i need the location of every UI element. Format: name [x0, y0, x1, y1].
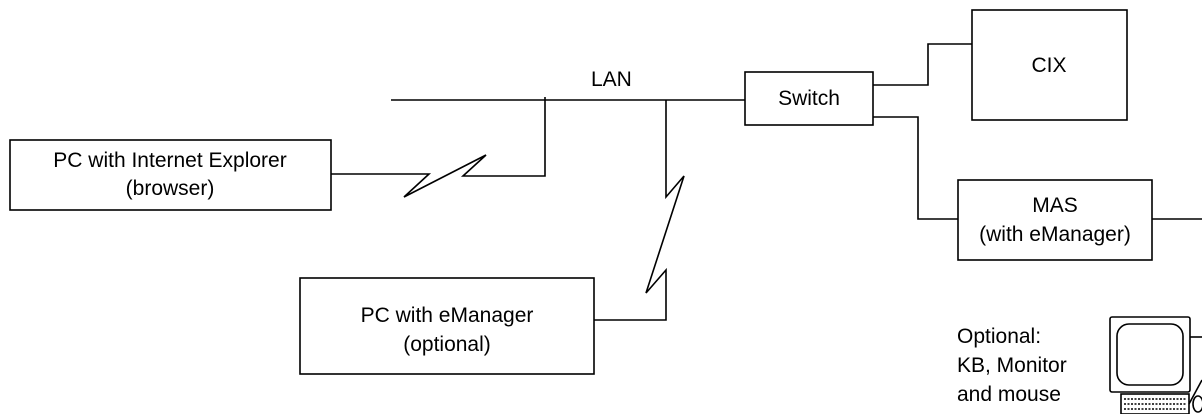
mas-box [957, 179, 1153, 261]
mouse-icon [1192, 395, 1202, 413]
switch-cix-link [873, 43, 972, 86]
switch-box [744, 71, 874, 126]
cix-box [971, 9, 1128, 121]
monitor-icon [1109, 316, 1191, 393]
switch-mas-link [873, 116, 958, 220]
lan-label: LAN [591, 68, 632, 91]
pc-browser-wireless-link [331, 97, 546, 198]
cix-label: CIX [1031, 54, 1066, 77]
pc-emanager-box [299, 277, 595, 375]
optional-line1: Optional: [957, 325, 1041, 348]
switch-label: Switch [778, 87, 840, 110]
pc-emanager-line2: (optional) [403, 333, 491, 356]
optional-line2: KB, Monitor [957, 354, 1067, 377]
pc-browser-line1: PC with Internet Explorer [53, 149, 286, 172]
pc-browser-box [9, 139, 332, 211]
keyboard-link [1188, 379, 1202, 405]
pc-emanager-line1: PC with eManager [361, 304, 534, 327]
keyboard-icon [1120, 393, 1190, 414]
optional-line3: and mouse [957, 383, 1061, 406]
pc-browser-line2: (browser) [126, 177, 215, 200]
mas-line1: MAS [1032, 194, 1078, 217]
pc-emanager-wireless-link [594, 100, 685, 321]
mas-line2: (with eManager) [979, 223, 1131, 246]
